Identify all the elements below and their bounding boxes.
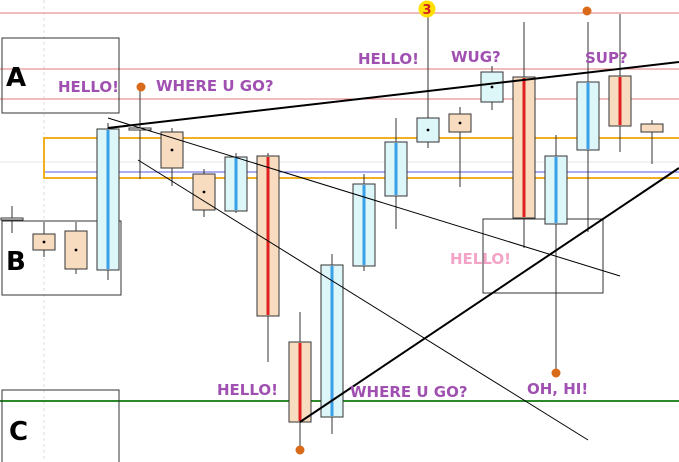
zone-c-box xyxy=(1,389,120,462)
candle xyxy=(192,169,216,217)
candle xyxy=(224,153,248,213)
candle xyxy=(256,153,280,362)
candle xyxy=(384,118,408,229)
candle xyxy=(544,135,568,372)
lower-trendline xyxy=(299,167,679,423)
candle xyxy=(0,206,24,233)
zone-b-box xyxy=(1,220,122,296)
candle xyxy=(96,123,120,280)
annotation-hello: HELLO! xyxy=(358,50,419,68)
candle-center-dot xyxy=(426,128,430,132)
thin-trendline-1 xyxy=(107,117,621,277)
candle-body xyxy=(0,217,24,221)
candle xyxy=(448,107,472,187)
candle xyxy=(640,120,664,164)
zone-boxes xyxy=(1,37,604,462)
zone-a-box xyxy=(1,37,120,114)
candle xyxy=(352,174,376,271)
candle xyxy=(576,22,600,232)
marker-dot xyxy=(295,445,305,455)
candle xyxy=(32,222,56,257)
annotation-where: WHERE U GO? xyxy=(350,383,468,401)
numbered-marker xyxy=(418,0,436,18)
candle-center-dot xyxy=(42,240,46,244)
red-horizontal-lines xyxy=(0,12,679,100)
marker-number: 3 xyxy=(422,3,431,18)
annotation-hello: HELLO! xyxy=(58,78,119,96)
candle xyxy=(608,14,632,152)
candle-center-dot xyxy=(202,190,206,194)
candle xyxy=(416,14,440,148)
marker-dot xyxy=(136,82,146,92)
annotation-hello: HELLO! xyxy=(217,381,278,399)
zone-label-b: B xyxy=(6,247,26,277)
zone-label-c: C xyxy=(9,417,28,447)
annotation-where: WHERE U GO? xyxy=(156,77,274,95)
candle-center-dot xyxy=(490,85,494,89)
candle xyxy=(64,222,88,274)
candle xyxy=(480,66,504,110)
highlight-box xyxy=(482,218,604,294)
candle-body xyxy=(640,123,664,133)
candles-layer xyxy=(0,14,664,447)
candle xyxy=(128,84,152,179)
marker-dot xyxy=(582,6,592,16)
event-markers: 3 xyxy=(136,0,592,455)
annotation-wug: WUG? xyxy=(451,48,501,66)
marker-dot xyxy=(551,368,561,378)
candle-center-dot xyxy=(74,248,78,252)
trend-lines xyxy=(107,61,679,441)
annotation-sup: SUP? xyxy=(585,49,628,67)
candle-center-dot xyxy=(170,148,174,152)
upper-trendline xyxy=(107,61,679,129)
annotation-oh-hi: OH, HI! xyxy=(527,380,588,398)
zone-label-a: A xyxy=(6,63,26,93)
candle xyxy=(288,312,312,447)
annotation-hello-pink: HELLO! xyxy=(450,250,511,268)
candle xyxy=(160,128,184,186)
candle xyxy=(512,22,536,248)
candle-center-dot xyxy=(458,121,462,125)
thin-trendline-2 xyxy=(137,159,589,441)
candle xyxy=(320,254,344,434)
